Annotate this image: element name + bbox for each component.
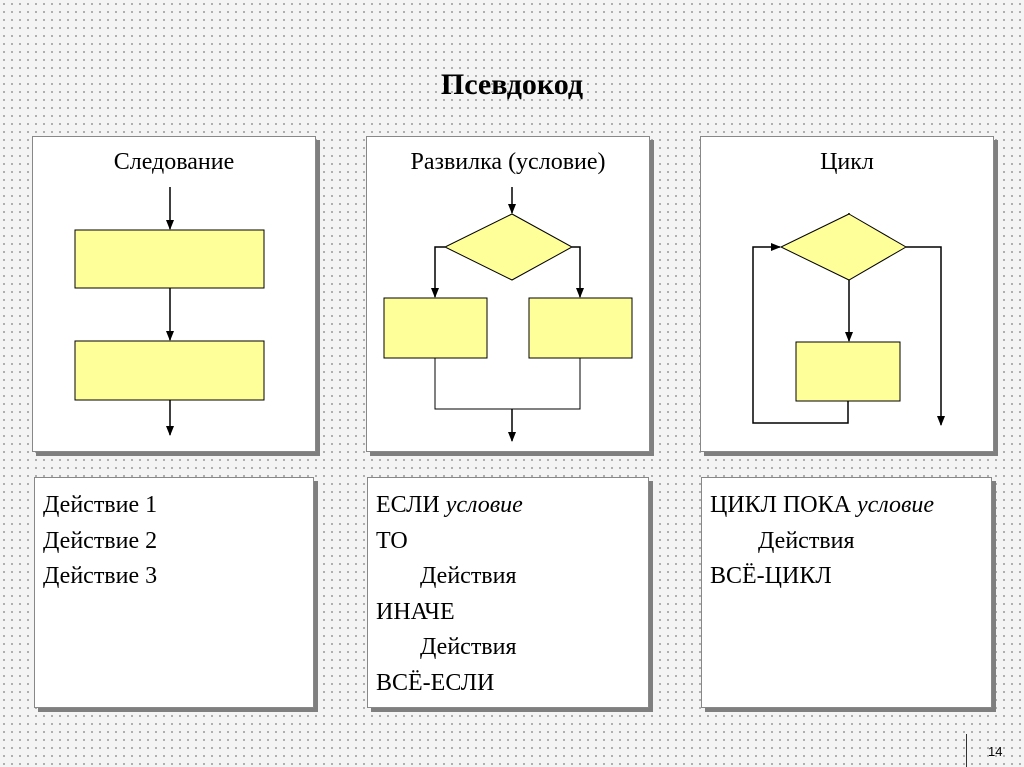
code-line: Действие 3 [43,563,158,589]
code-line: Действие 2 [43,527,158,554]
arrow-right-branch [572,246,584,298]
loop-body-block [795,341,901,402]
code-line-else: ИНАЧЕ [376,598,455,625]
loop-diagram-panel: Цикл [700,136,994,452]
code-line-then-action: Действия [420,563,517,589]
sequence-diagram-panel: Следование [32,136,316,452]
loop-exit-arrow [906,246,945,426]
code-line-body: Действия [758,527,855,554]
loop-condition-diamond [779,213,907,281]
code-line-then: ТО [376,527,408,554]
loop-flowchart [752,213,945,426]
branch-caption: Развилка (условие) [410,149,606,175]
code-line: Действие 1 [43,492,158,518]
sequence-flowchart [74,187,265,436]
page-number-divider [966,734,967,767]
branch-pseudocode: ЕСЛИ условие ТО Действия ИНАЧЕ Действия … [367,477,649,708]
action-block-1 [74,229,265,289]
condition-diamond [443,213,574,281]
code-line-end-loop: ВСЁ-ЦИКЛ [710,563,832,589]
code-line-while: ЦИКЛ ПОКА условие [710,488,991,524]
while-keyword: ЦИКЛ ПОКА [710,492,851,518]
sequence-pseudocode: Действие 1 Действие 2 Действие 3 [34,477,314,708]
action-block-2 [74,340,265,401]
branch-diagram-panel: Развилка (условие) [366,136,650,452]
arrow-left-branch [431,246,445,298]
code-line-else-action: Действия [420,634,517,660]
if-keyword: ЕСЛИ [376,492,440,518]
merge-line [434,358,581,410]
else-block [528,297,633,359]
branch-flowchart [383,187,633,442]
if-condition: условие [445,492,523,518]
then-block [383,297,488,359]
slide-title: Псевдокод [440,68,584,101]
loop-caption: Цикл [820,149,874,175]
while-condition: условие [856,492,935,518]
code-line-end-if: ВСЁ-ЕСЛИ [376,669,495,696]
page-number: 14 [988,744,1003,759]
code-line-if: ЕСЛИ условие [376,488,648,524]
loop-back-arrow [752,243,849,424]
loop-pseudocode: ЦИКЛ ПОКА условие Действия ВСЁ-ЦИКЛ [701,477,992,708]
sequence-caption: Следование [113,149,235,175]
